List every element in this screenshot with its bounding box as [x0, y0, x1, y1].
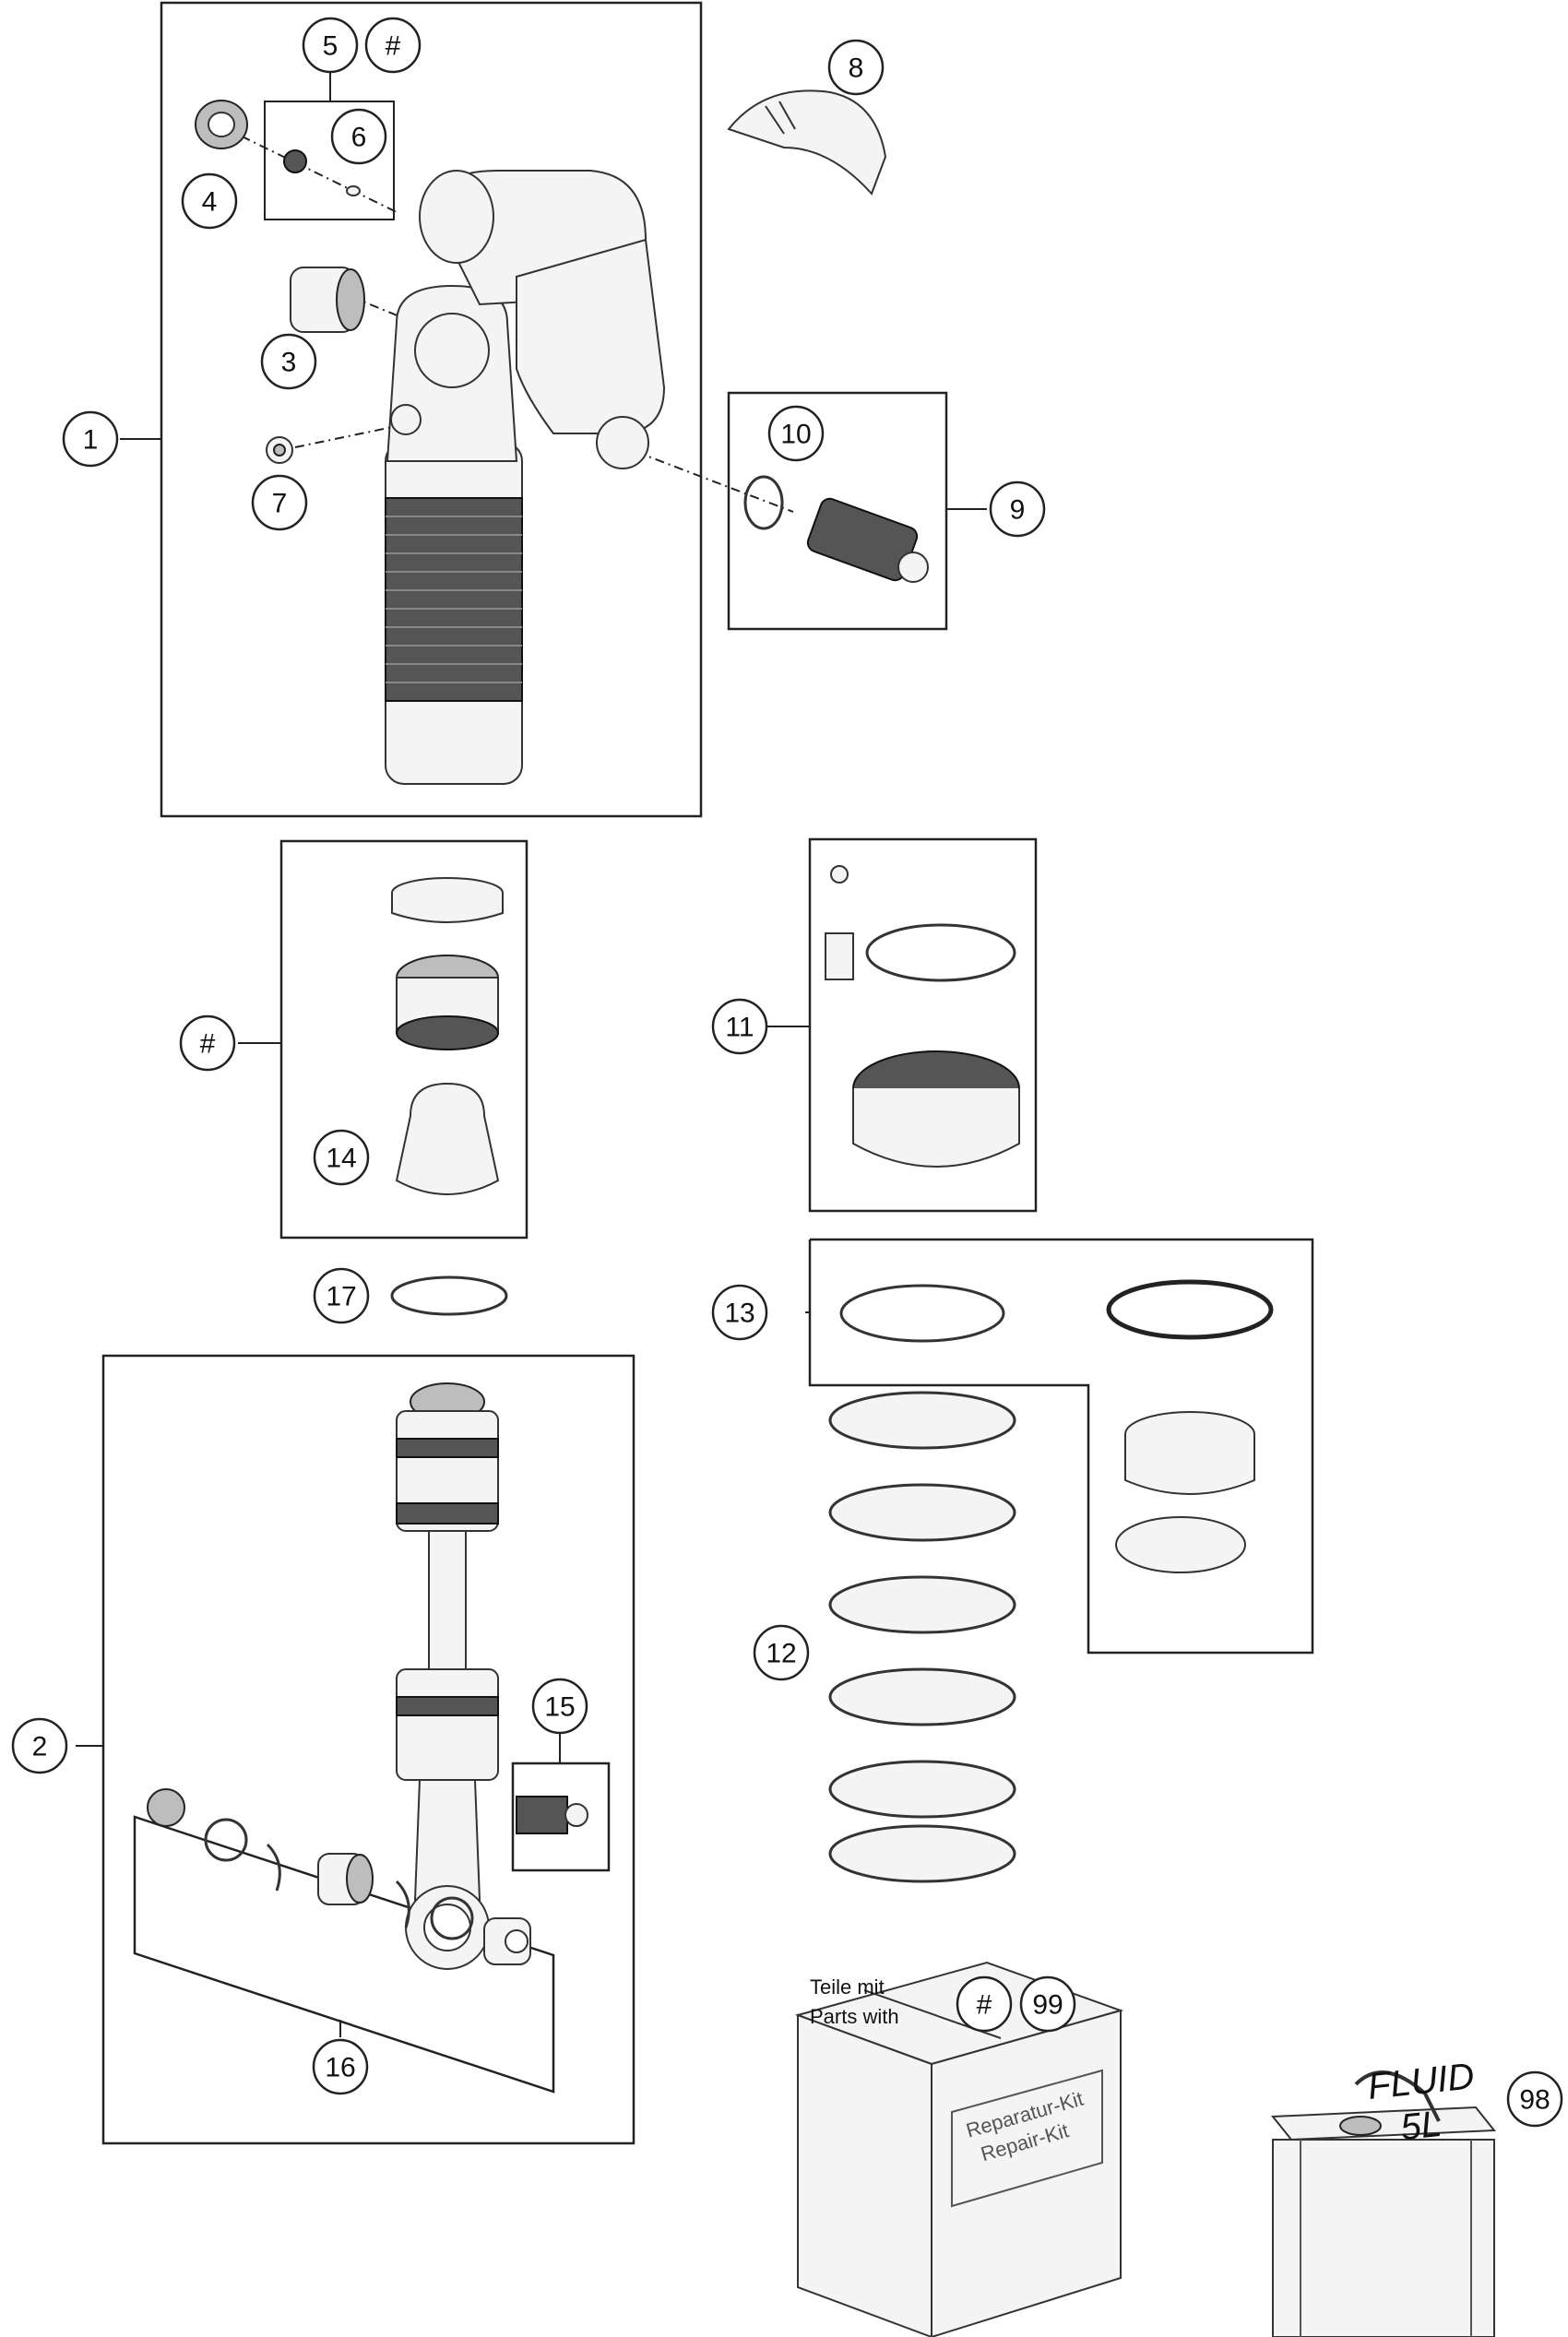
callout-label: 8: [849, 53, 864, 84]
group-boxes: [101, 1, 1314, 2145]
callout-c6: 6: [330, 108, 387, 165]
box-seal-head: [279, 839, 529, 1240]
callout-label: 6: [351, 123, 367, 153]
callout-c5hash: #: [364, 17, 422, 74]
spring-retainers-part-13: [839, 1279, 1274, 1573]
callout-c1: 1: [62, 410, 119, 468]
box-adjuster-ring: [808, 837, 1038, 1213]
spring-part-12: [828, 1391, 1016, 1883]
callout-c99: 99: [1019, 1975, 1076, 2033]
callout-circle: [251, 474, 308, 531]
callout-label: 13: [724, 1299, 754, 1329]
seal-head-drawing: [391, 877, 504, 1195]
fluid-label-line-2: 5L: [1398, 2104, 1443, 2148]
callout-c3: 3: [260, 333, 317, 390]
callout-label: 4: [202, 187, 218, 218]
callout-label: 15: [544, 1692, 575, 1723]
callout-c10: 10: [767, 405, 825, 462]
callout-label: #: [200, 1029, 216, 1060]
callout-label: 14: [326, 1144, 356, 1174]
callout-label: 7: [272, 489, 288, 519]
valve-assembly-part-9: [743, 475, 929, 583]
callout-label: 5: [323, 31, 339, 62]
callout-label: 3: [281, 348, 297, 378]
callout-circle: [956, 1975, 1013, 2033]
callout-label: 11: [725, 1013, 754, 1043]
callout-label: 10: [780, 420, 811, 450]
fluid-label-line-1: FLUID: [1366, 2056, 1477, 2107]
callout-c8: 8: [827, 39, 885, 96]
callout-c12: 12: [753, 1624, 810, 1681]
screw-part-7: [266, 436, 293, 464]
callout-circle: [767, 405, 825, 462]
callout-circle: [753, 1624, 810, 1681]
box-valve-assembly: [727, 391, 948, 631]
note-line-1: Teile mit: [810, 1975, 885, 1999]
callout-circle: [181, 172, 238, 230]
callout-circle: [1019, 1975, 1076, 2033]
callout-circle: [260, 333, 317, 390]
callout-label: #: [386, 31, 401, 62]
callout-circle: [312, 2038, 369, 2095]
callout-c14: 14: [313, 1129, 370, 1186]
callout-circle: [313, 1267, 370, 1324]
leader-lines: [76, 73, 987, 2037]
callout-label: 98: [1519, 2085, 1550, 2116]
callout-c11: 11: [711, 998, 768, 1055]
callout-label: 12: [766, 1639, 796, 1669]
shock-body-drawing: [385, 170, 666, 785]
callout-c5: 5: [302, 17, 359, 74]
callout-circle: [711, 1284, 768, 1341]
callout-c98: 98: [1506, 2070, 1563, 2128]
callout-c16: 16: [312, 2038, 369, 2095]
callout-circle: [302, 17, 359, 74]
callout-circle: [11, 1717, 68, 1774]
valve-part-5: [283, 149, 361, 196]
callout-circle: [711, 998, 768, 1055]
box-piston-rod: [101, 1354, 636, 2145]
circlip-part-17: [390, 1275, 508, 1316]
callout-c4: 4: [181, 172, 238, 230]
callout-label: 17: [326, 1282, 356, 1312]
bushing-kit-part-16: [147, 1788, 531, 1965]
callout-label: 99: [1032, 1990, 1063, 2021]
callout-circle: [827, 39, 885, 96]
bushing-part-3: [290, 267, 365, 333]
callout-circle: [179, 1014, 236, 1072]
callout-chash: #: [179, 1014, 236, 1072]
callout-circle: [531, 1678, 588, 1735]
callout-c7: 7: [251, 474, 308, 531]
callout-c2: 2: [11, 1717, 68, 1774]
callout-c17: 17: [313, 1267, 370, 1324]
callout-circle: [989, 480, 1046, 538]
callout-circle: [62, 410, 119, 468]
callout-c13: 13: [711, 1284, 768, 1341]
callout-c15: 15: [531, 1678, 588, 1735]
protector-part-8: [727, 89, 887, 196]
callout-circle: [330, 108, 387, 165]
note-line-2: Parts with: [810, 2005, 899, 2028]
callout-c9: 9: [989, 480, 1046, 538]
box-shock-body: [160, 1, 703, 818]
fluid-can: [1270, 2070, 1497, 2337]
callout-label: #: [977, 1990, 992, 2021]
box-spring-retainers: [808, 1238, 1314, 1655]
callout-label: 9: [1010, 495, 1026, 526]
callout-circle: [1506, 2070, 1563, 2128]
seal-part-4: [195, 100, 248, 149]
callout-label: 2: [32, 1732, 48, 1762]
callout-circle: [364, 17, 422, 74]
callout-label: 16: [325, 2053, 355, 2083]
callout-label: 1: [83, 425, 99, 456]
callout-c99hash: #: [956, 1975, 1013, 2033]
piston-rod-part-2: [396, 1382, 588, 1970]
callout-circle: [313, 1129, 370, 1186]
adjuster-ring-part-11: [825, 865, 1020, 1168]
